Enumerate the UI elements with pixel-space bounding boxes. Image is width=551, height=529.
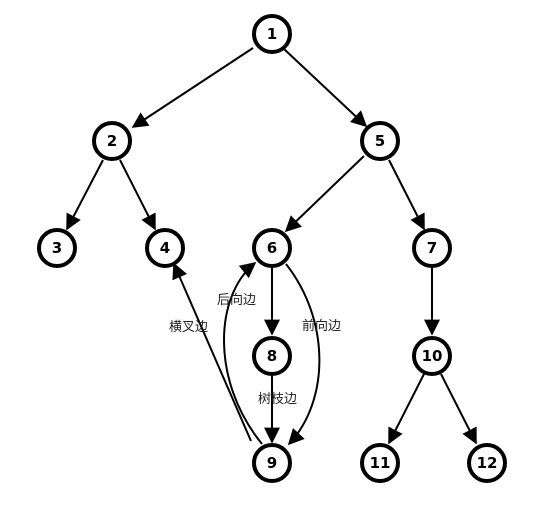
node-9-label: 9 (267, 454, 277, 472)
node-5: 5 (360, 121, 400, 161)
edge-9-4-cross (172, 262, 252, 442)
label-back-edge: 后向边 (217, 292, 256, 308)
node-10: 10 (412, 336, 452, 376)
edge-2-4 (119, 159, 156, 231)
node-3-label: 3 (52, 239, 62, 257)
edge-1-5 (283, 48, 368, 128)
edge-2-3 (66, 159, 104, 231)
node-2-label: 2 (107, 132, 117, 150)
label-forward-edge: 前向边 (302, 318, 341, 334)
node-11: 11 (360, 443, 400, 483)
nodes: 1 2 5 3 4 6 7 (37, 14, 507, 483)
node-12: 12 (467, 443, 507, 483)
label-cross-edge: 横叉边 (169, 320, 208, 335)
node-7-label: 7 (427, 239, 437, 257)
edge-10-12 (440, 373, 477, 445)
edge-1-2 (131, 47, 254, 128)
node-2: 2 (92, 121, 132, 161)
edge-5-6 (284, 155, 365, 233)
node-10-label: 10 (422, 347, 443, 365)
node-4-label: 4 (160, 239, 170, 257)
edge-10-11 (388, 373, 425, 445)
node-8: 8 (252, 336, 292, 376)
node-4: 4 (145, 228, 185, 268)
node-9: 9 (252, 443, 292, 483)
node-11-label: 11 (370, 454, 391, 472)
edge-9-6-back (223, 261, 263, 445)
label-tree-edge: 树枝边 (258, 392, 297, 407)
node-5-label: 5 (375, 132, 385, 150)
non-tree-edges (172, 261, 321, 446)
node-3: 3 (37, 228, 77, 268)
edge-5-7 (388, 159, 425, 231)
node-7: 7 (412, 228, 452, 268)
node-1: 1 (252, 14, 292, 54)
edge-6-9-forward (285, 263, 321, 446)
node-12-label: 12 (477, 454, 498, 472)
tree-edges (66, 47, 477, 445)
node-8-label: 8 (267, 347, 277, 365)
edge-labels: 横叉边 后向边 前向边 树枝边 (169, 292, 341, 407)
node-6-label: 6 (267, 239, 277, 257)
node-6: 6 (252, 228, 292, 268)
node-1-label: 1 (267, 25, 277, 43)
